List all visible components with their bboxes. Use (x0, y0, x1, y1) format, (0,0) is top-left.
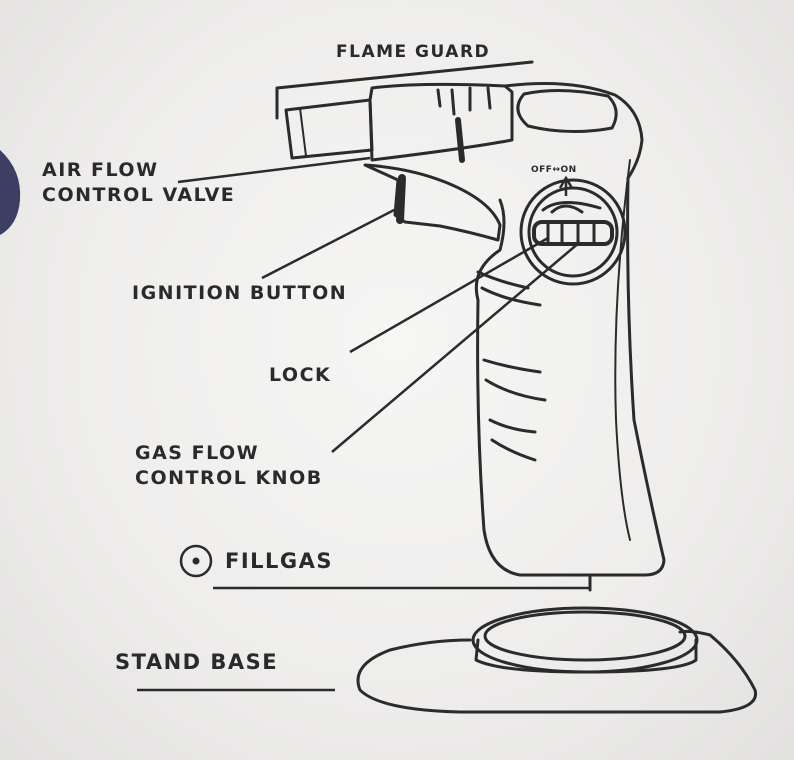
label-flame-guard-text: FLAME GUARD (336, 40, 490, 65)
label-gas-flow-control-knob: GAS FLOW CONTROL KNOB (135, 441, 323, 491)
label-stand-base-text: STAND BASE (115, 650, 278, 675)
label-lock: LOCK (269, 363, 331, 388)
top-window (518, 90, 616, 131)
label-ignition-button-text: IGNITION BUTTON (132, 281, 347, 306)
label-ignition-button: IGNITION BUTTON (132, 281, 347, 306)
label-stand-base: STAND BASE (115, 650, 278, 675)
vent-slots (438, 88, 490, 114)
label-air-flow-line2: CONTROL VALVE (42, 183, 235, 208)
gas-knob-ring (521, 180, 625, 284)
left-edge-blob (0, 150, 20, 235)
label-off-on: OFF↔ON (531, 165, 577, 175)
label-gas-flow-line2: CONTROL KNOB (135, 466, 323, 491)
label-fill-gas: FILLGAS (225, 549, 333, 574)
label-gas-flow-line1: GAS FLOW (135, 441, 323, 466)
label-lock-text: LOCK (269, 363, 331, 388)
leader-ignition (262, 208, 398, 278)
label-air-flow-line1: AIR FLOW (42, 158, 235, 183)
ignition-trigger (365, 165, 500, 240)
leader-gas-flow (332, 242, 580, 452)
torch-handle (476, 83, 664, 575)
label-air-flow-control-valve: AIR FLOW CONTROL VALVE (42, 158, 235, 208)
flame-guard-tip (286, 100, 372, 158)
flame-guard-bracket (277, 62, 532, 118)
label-flame-guard: FLAME GUARD (336, 40, 490, 65)
nozzle-body (370, 84, 512, 160)
label-fill-gas-text: FILLGAS (225, 549, 333, 574)
stand-cup (473, 608, 697, 672)
